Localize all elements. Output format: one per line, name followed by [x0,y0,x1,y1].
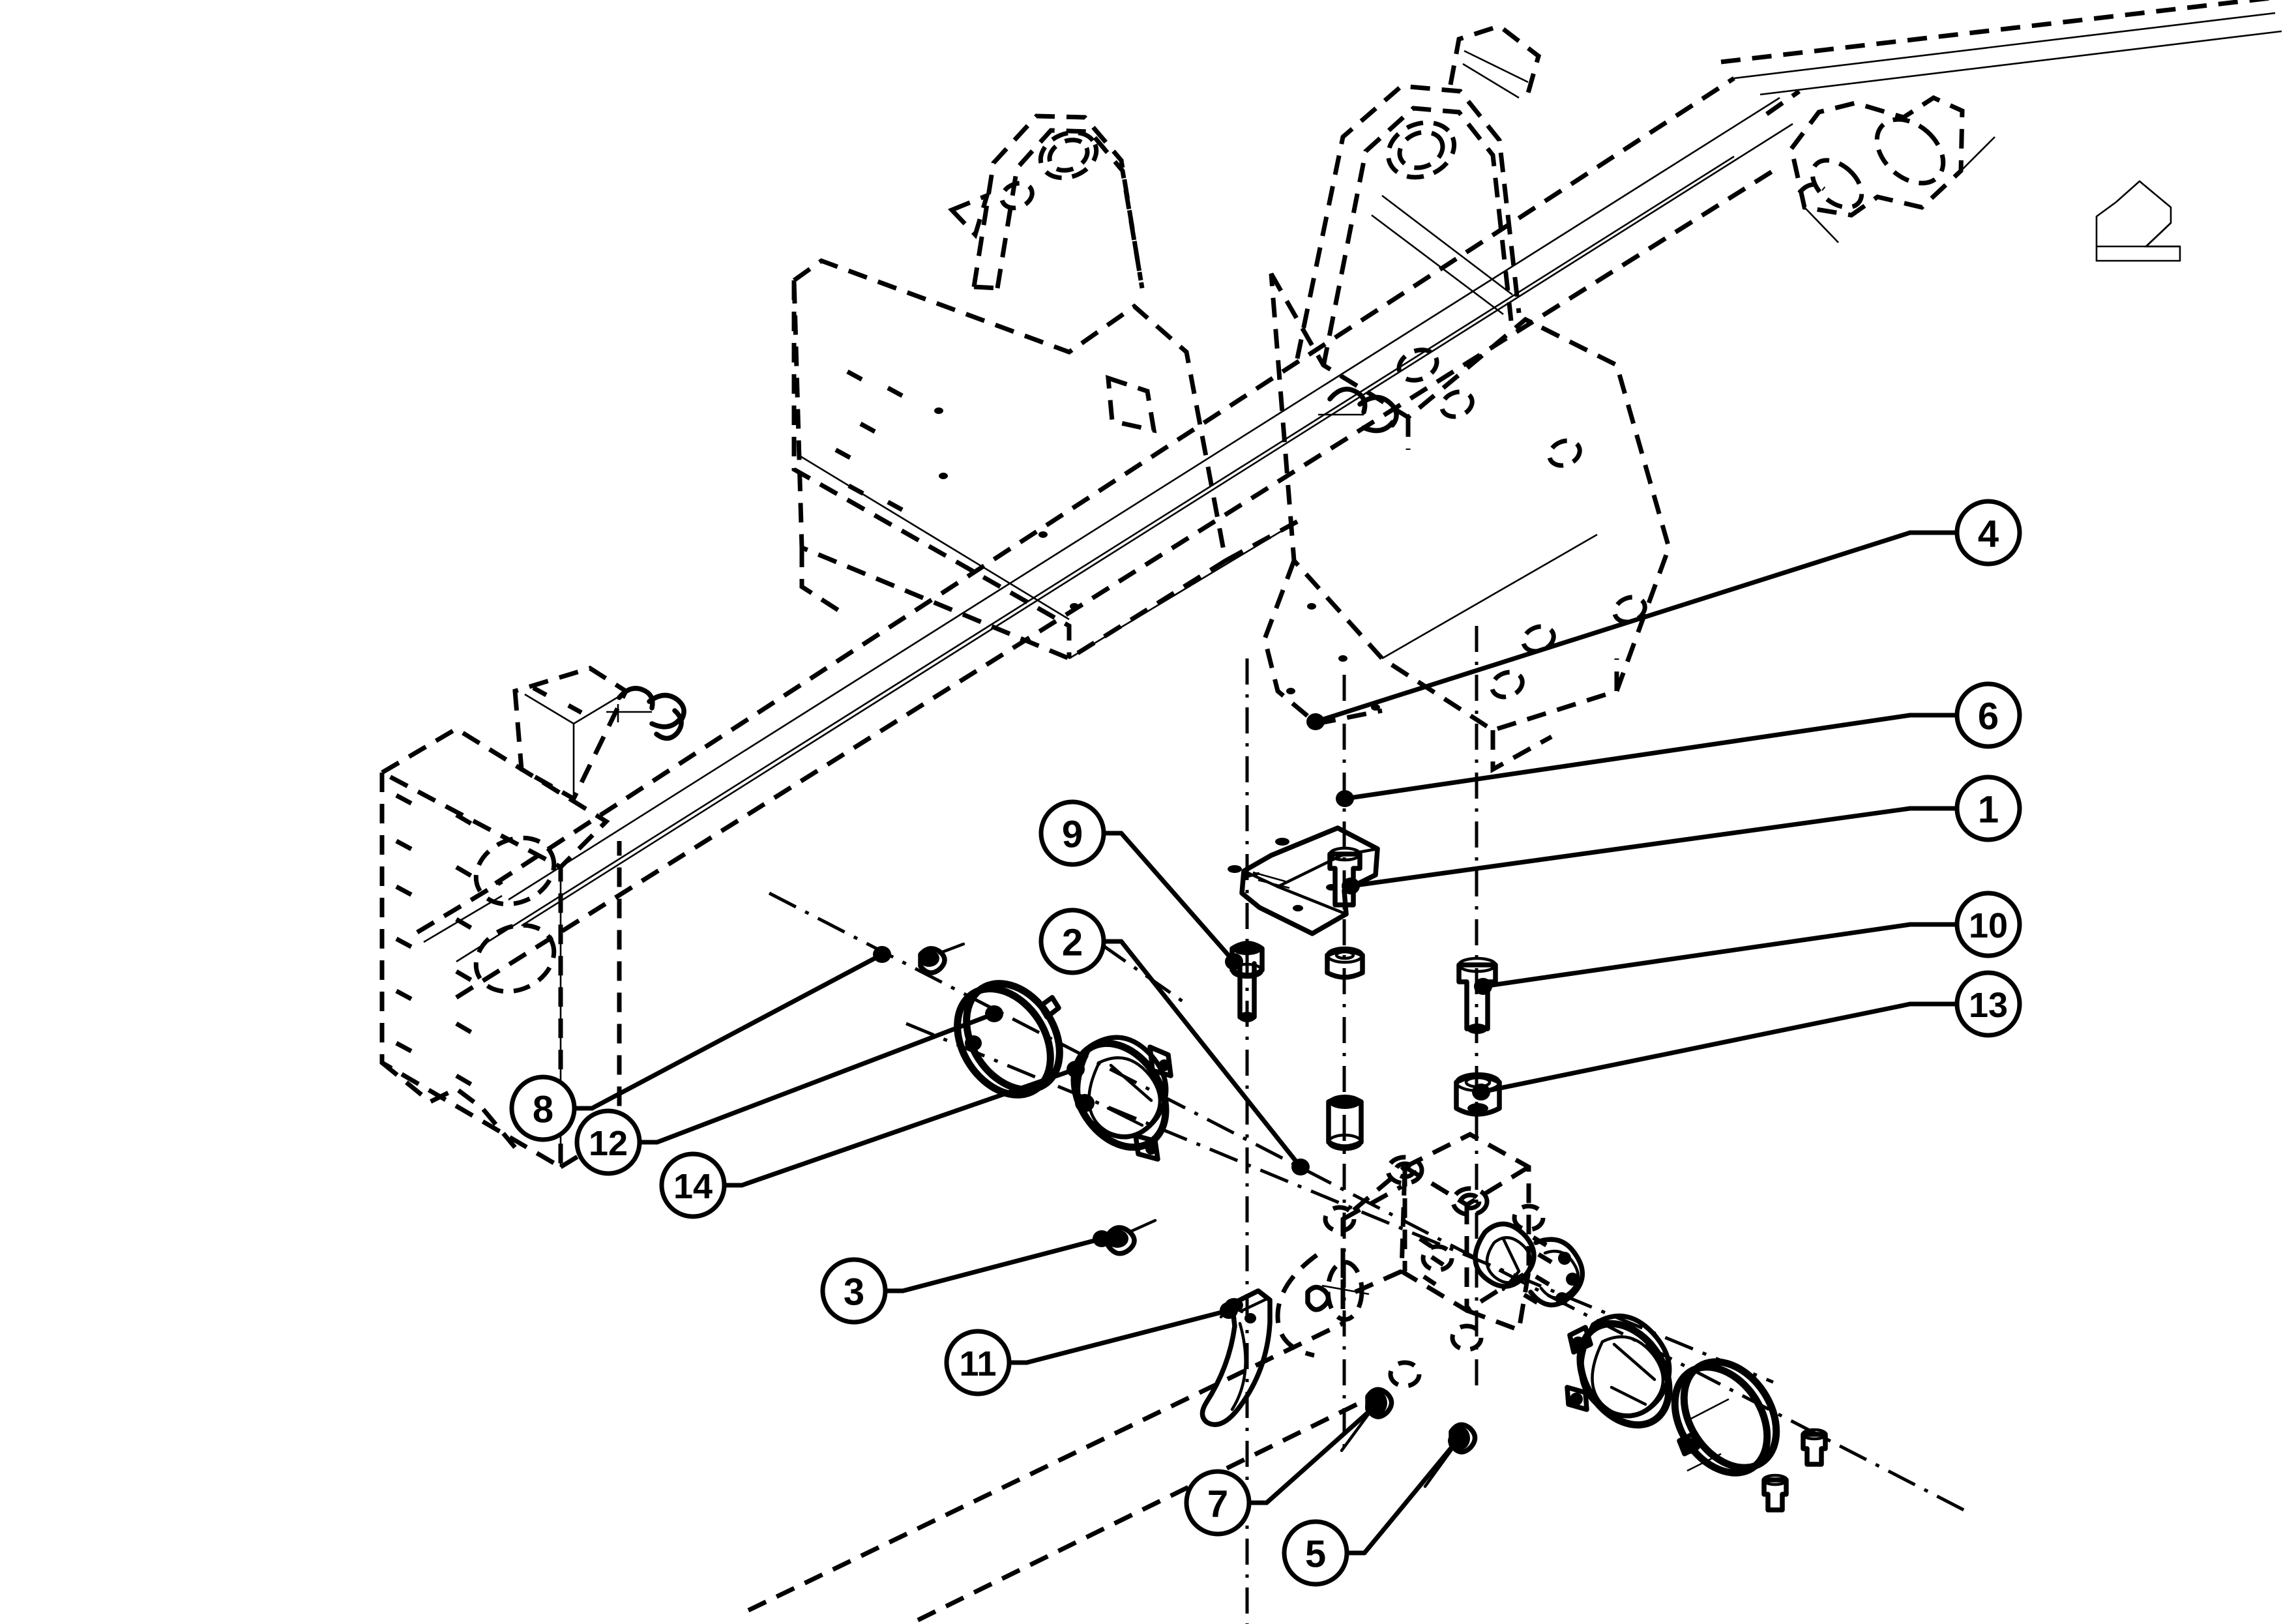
callout-number: 9 [1062,814,1083,856]
callout-8[interactable]: 8 [509,946,891,1142]
callout-number: 4 [1978,513,1999,555]
leader-terminator-dot [1336,790,1354,807]
callout-11[interactable]: 11 [944,1302,1238,1396]
callout-number: 5 [1305,1533,1326,1576]
callout-bubble[interactable] [1184,1469,1252,1537]
mounting-bracket-plate [1228,825,1380,936]
callout-bubble[interactable] [1954,681,2022,749]
callout-5[interactable]: 5 [1282,1432,1466,1587]
leader-terminator-dot [1342,878,1360,894]
bolt-lower [1237,961,1257,1022]
leader-terminator-dot [1474,978,1492,995]
right-transition-gusset [1448,23,1801,116]
clamp-ring-right [1671,1358,1780,1477]
callout-bubble[interactable] [574,1108,642,1176]
leader-line [655,1011,997,1145]
callout-1[interactable]: 1 [1342,775,2022,894]
leader-terminator-dot [1365,1398,1383,1415]
callout-bubble[interactable] [1038,799,1106,867]
frame-rail-left-end-plate [379,726,622,1172]
callout-bubble[interactable] [1954,970,2022,1038]
leader-line [1119,831,1237,964]
bolt-far-right-lower [1761,1473,1789,1513]
leader-terminator-dot [1225,953,1243,970]
leader-line [1362,1438,1460,1556]
callout-bubble[interactable] [1954,499,2022,567]
callout-layer: 4 6 1 10 13 9 2 8 12 14 3 11 7 5 [509,499,2022,1587]
callout-number: 14 [673,1167,713,1206]
leader-terminator-dot [1067,1061,1085,1078]
bolt-clamp-strap [1106,1218,1157,1256]
leader-line [1479,1001,1913,1095]
clamp-ring-left [954,980,1063,1099]
callout-number: 6 [1978,696,1999,738]
callout-bubble[interactable] [1954,891,2022,958]
leader-terminator-dot [1306,713,1325,730]
callout-number: 10 [1969,906,2008,945]
callout-number: 2 [1062,922,1083,964]
leader-terminator-dot [873,946,891,963]
callout-bubble[interactable] [1282,1519,1349,1587]
rail-clip-right [1318,387,1399,434]
callout-number: 1 [1978,789,1999,831]
leader-line [1313,530,1913,724]
callout-number: 3 [844,1271,864,1314]
leader-line [1348,806,1913,889]
callout-4[interactable]: 4 [1306,499,2022,730]
callout-bubble[interactable] [1038,908,1106,975]
output-yoke-right [1473,1221,1585,1308]
callout-14[interactable]: 14 [659,1061,1085,1219]
lower-frame-phantom-lines [747,1321,1377,1623]
callout-number: 12 [589,1124,628,1163]
callout-13[interactable]: 13 [1472,970,2022,1100]
rail-clip-left [606,686,686,741]
leader-line [1119,939,1303,1170]
leader-line [739,1067,1078,1188]
callout-bubble[interactable] [659,1151,727,1219]
leader-terminator-dot [1220,1302,1238,1319]
first-angle-projection-symbol [2095,180,2181,262]
leader-terminator-dot [1448,1432,1466,1449]
callout-7[interactable]: 7 [1184,1398,1383,1537]
leader-terminator-dot [1093,1230,1111,1247]
left-gusset-plate [512,666,629,802]
callout-number: 11 [959,1344,996,1383]
leader-line [1024,1308,1231,1365]
leader-line [1342,713,1913,801]
callout-number: 8 [533,1089,553,1131]
callout-number: 13 [1969,986,2008,1025]
leader-line [1264,1404,1377,1505]
callout-6[interactable]: 6 [1336,681,2022,807]
callout-bubble[interactable] [509,1074,577,1142]
fastener-stack-mid [1325,846,1365,1151]
bolt-far-right-upper [1801,1428,1828,1467]
leader-terminator-dot [1472,1084,1490,1100]
bolt-small-upper-left [918,942,965,975]
callout-2[interactable]: 2 [1038,908,1310,1175]
callout-9[interactable]: 9 [1038,799,1243,970]
callout-10[interactable]: 10 [1474,891,2022,995]
vehicle-frame-assembly [379,0,2282,1172]
flange-seal-assembly-right [1565,1313,1673,1429]
leader-line [900,1236,1104,1293]
leader-terminator-dot [1291,1159,1310,1175]
callout-12[interactable]: 12 [574,1005,1003,1176]
bolt-long [1456,956,1498,1034]
centerline-axis-second [905,1022,1774,1384]
callout-bubble[interactable] [1954,775,2022,842]
leader-terminator-dot [985,1005,1003,1022]
flange-seal-assembly-left [1070,1035,1173,1162]
callout-bubble[interactable] [820,1257,888,1325]
callout-3[interactable]: 3 [820,1230,1111,1325]
leader-line [589,952,885,1111]
leader-line [1480,922,1913,989]
callout-bubble[interactable] [944,1329,1012,1396]
frame-right-lug [1789,95,1995,243]
main-frame-rail [416,0,2282,999]
callout-number: 7 [1207,1483,1228,1526]
